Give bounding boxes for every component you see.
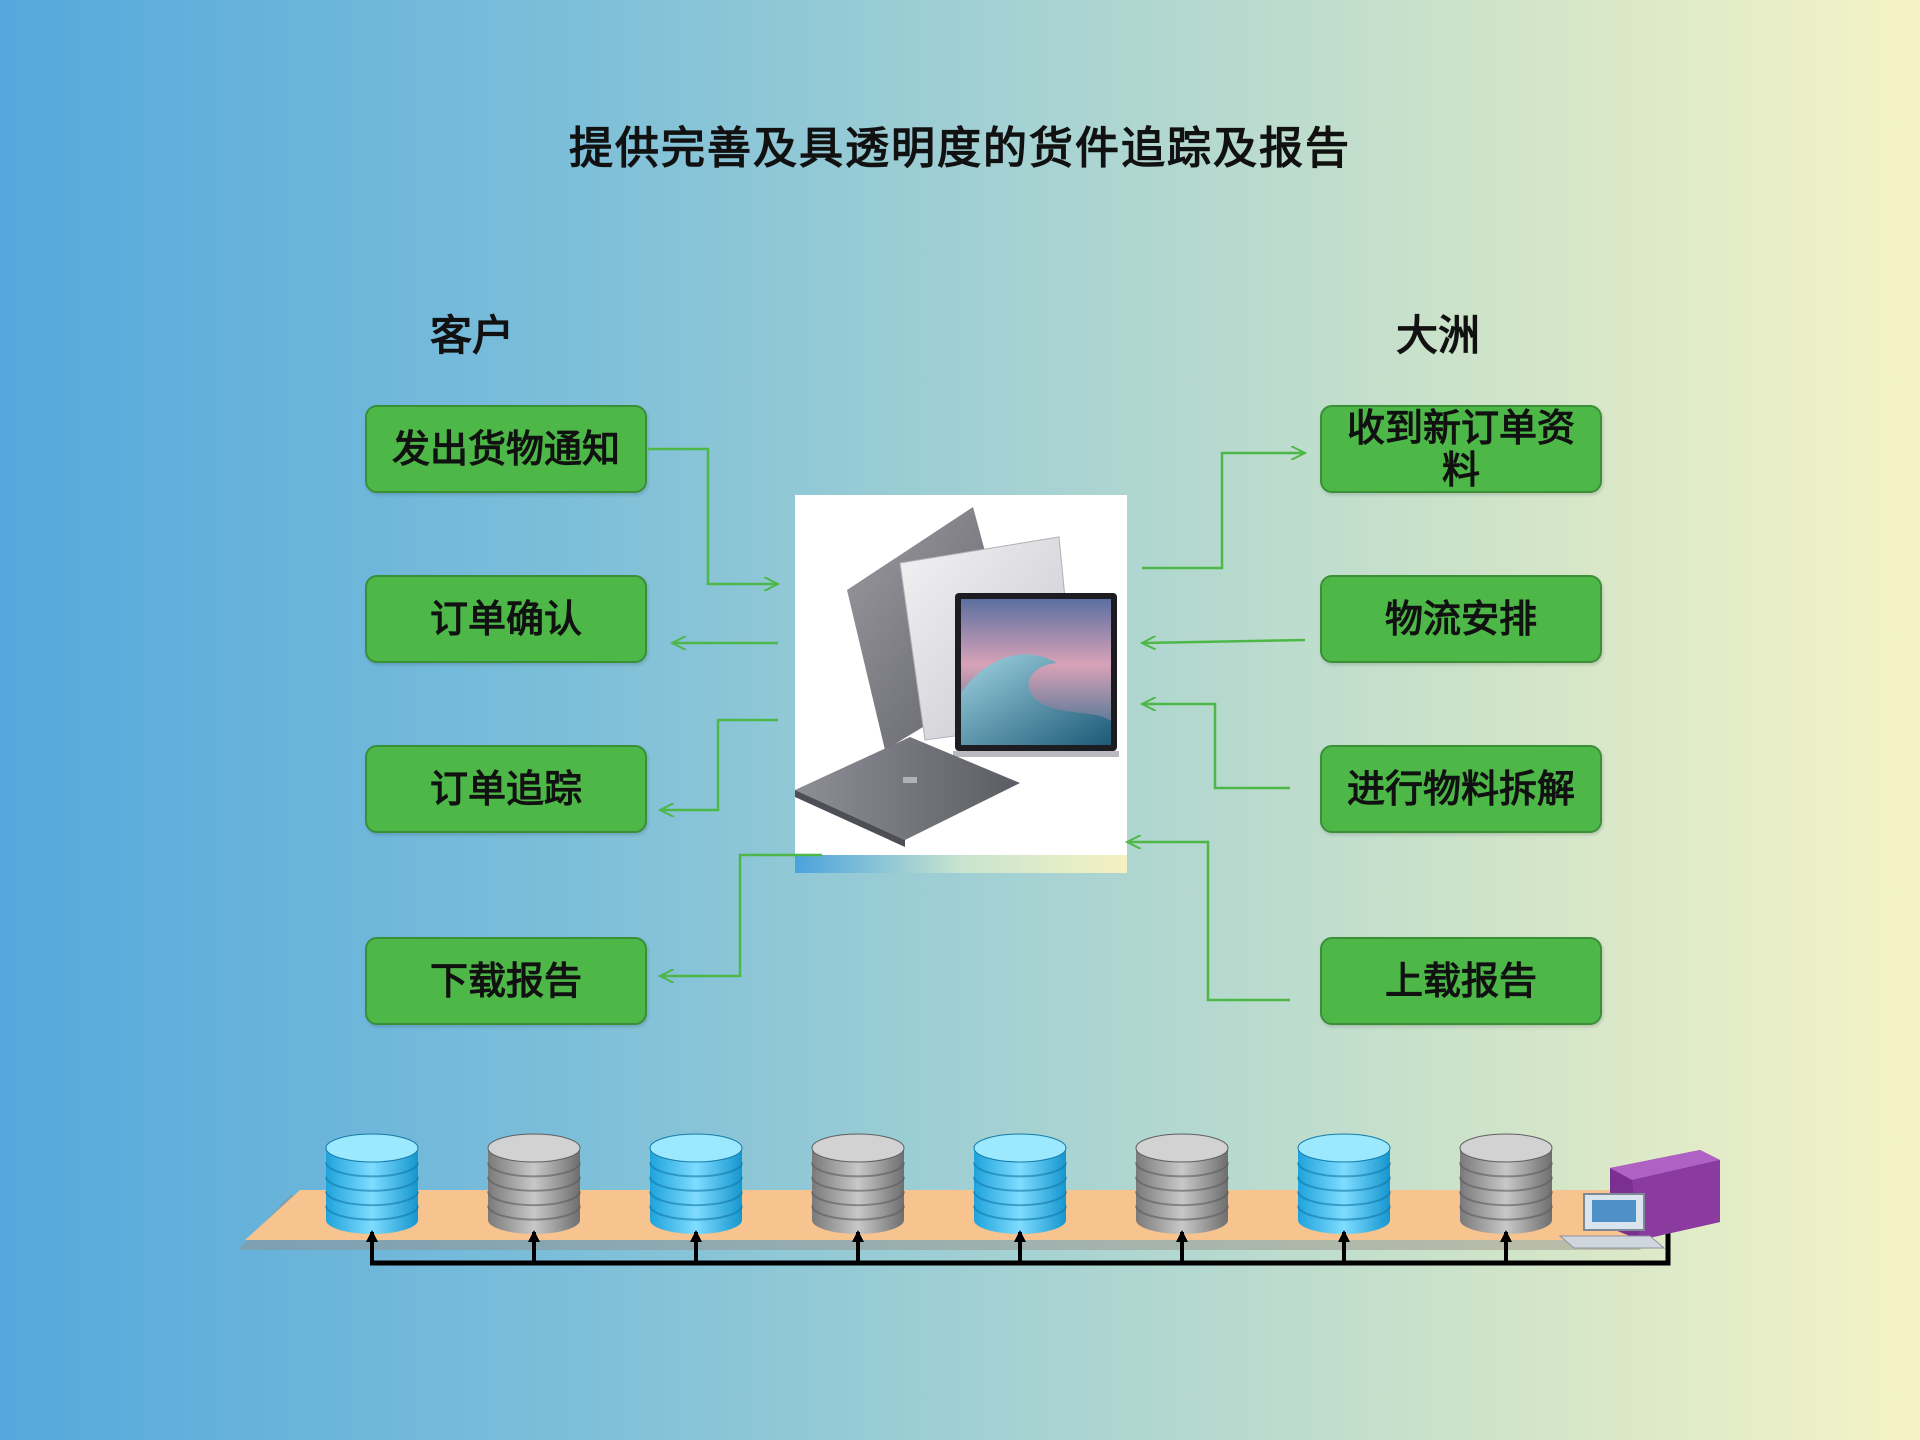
- node-order-tracking[interactable]: 订单追踪: [365, 745, 647, 833]
- database-stack-group: [325, 1133, 1553, 1263]
- server-computer: [1558, 1150, 1720, 1249]
- database-blue-7: [1297, 1133, 1391, 1234]
- arrow-logistics-to-system: [1142, 640, 1306, 643]
- node-receive-new-order[interactable]: 收到新订单资料: [1320, 405, 1602, 493]
- belt-platform: [245, 1190, 1668, 1240]
- group-label-dazhou: 大洲: [1396, 311, 1481, 360]
- database-gray-4: [811, 1133, 905, 1234]
- database-blue-3: [649, 1133, 743, 1234]
- arrow-notice-to-system: [648, 447, 778, 584]
- node-material-disassembly[interactable]: 进行物料拆解: [1320, 745, 1602, 833]
- arrow-system-to-tracking: [660, 718, 778, 810]
- node-order-confirmation[interactable]: 订单确认: [365, 575, 647, 663]
- database-gray-8: [1459, 1133, 1553, 1234]
- page-title: 提供完善及具透明度的货件追踪及报告: [569, 123, 1351, 174]
- database-blue-5: [973, 1133, 1067, 1234]
- arrow-system-to-download: [660, 853, 822, 976]
- laptop-illustration: [795, 507, 1119, 847]
- node-send-shipment-notice[interactable]: 发出货物通知: [365, 405, 647, 493]
- node-download-report[interactable]: 下载报告: [365, 937, 647, 1025]
- node-logistics-arrangement[interactable]: 物流安排: [1320, 575, 1602, 663]
- wave-wallpaper: [961, 654, 1111, 745]
- bus-line: [370, 1225, 1671, 1266]
- database-blue-1: [325, 1133, 419, 1234]
- database-gray-2: [487, 1133, 581, 1234]
- laptop-hinge: [953, 751, 1119, 757]
- arrow-system-to-new-order: [1142, 453, 1305, 570]
- arrow-disassembly-to-system: [1142, 704, 1290, 790]
- database-gray-6: [1135, 1133, 1229, 1234]
- laptop-closed: [795, 737, 1020, 840]
- laptop-caption-strip: [795, 855, 1127, 873]
- laptop-logo: [903, 777, 917, 783]
- group-label-customer: 客户: [430, 311, 515, 360]
- laptop-closed-edge: [795, 790, 905, 847]
- laptop-image-panel: [795, 495, 1127, 855]
- arrow-upload-to-system: [1127, 842, 1290, 1002]
- node-upload-report[interactable]: 上载报告: [1320, 937, 1602, 1025]
